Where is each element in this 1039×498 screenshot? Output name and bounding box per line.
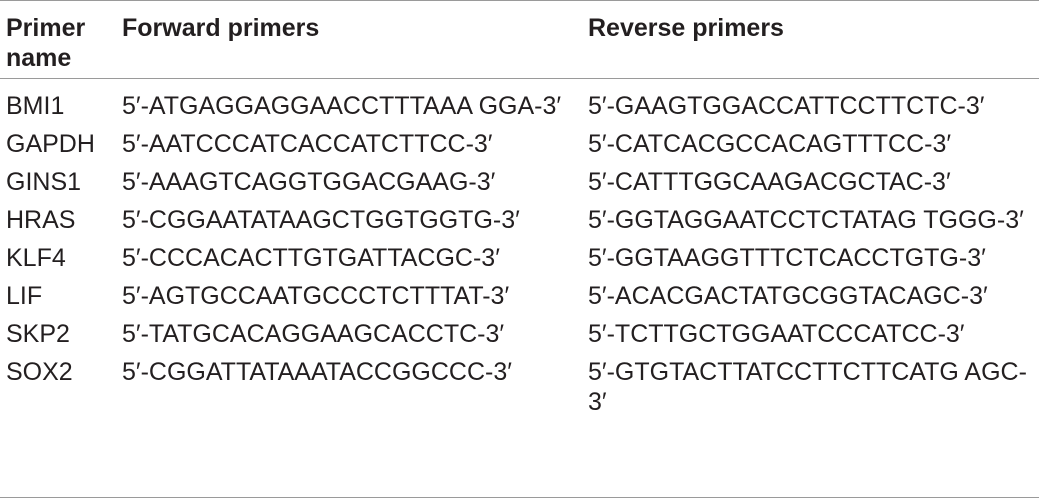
reverse-primer-cell: 5′-GGTAAGGTTTCTCACCTGTG-3′ — [588, 244, 986, 272]
forward-primer-cell: 5′-CGGAATATAAGCTGGTGGTG-3′ — [122, 206, 520, 234]
primer-name-cell: SKP2 — [6, 320, 70, 348]
header-primer-name: Primer name — [6, 14, 86, 72]
table-body: BMI1 5′-ATGAGGAGGAACCTTTAAA GGA-3′ 5′-GA… — [0, 79, 1039, 423]
primer-name-cell: GINS1 — [6, 168, 82, 196]
primer-name-cell: LIF — [6, 282, 43, 310]
forward-primer-cell: 5′-TATGCACAGGAAGCACCTC-3′ — [122, 320, 505, 348]
table-row: SOX2 5′-CGGATTATAAATACCGGCCC-3′ 5′-GTGTA… — [0, 354, 1039, 422]
header-row: Primer name Forward primers Reverse prim… — [0, 0, 1039, 79]
reverse-primer-cell: 5′-TCTTGCTGGAATCCCATCC-3′ — [588, 320, 965, 348]
reverse-primer-cell: 5′-GAAGTGGACCATTCCTTCTC-3′ — [588, 92, 985, 120]
forward-primer-cell: 5′-AGTGCCAATGCCCTCTTTAT-3′ — [122, 282, 510, 310]
primer-name-cell: GAPDH — [6, 130, 95, 158]
reverse-primer-cell: 5′-GGTAGGAATCCTCTATAG TGGG-3′ — [588, 206, 1024, 234]
table-row: LIF 5′-AGTGCCAATGCCCTCTTTAT-3′ 5′-ACACGA… — [0, 278, 1039, 316]
table-row: GINS1 5′-AAAGTCAGGTGGACGAAG-3′ 5′-CATTTG… — [0, 164, 1039, 202]
primer-name-cell: SOX2 — [6, 358, 73, 386]
reverse-primer-cell: 5′-CATTTGGCAAGACGCTAC-3′ — [588, 168, 951, 196]
table-header: Primer name Forward primers Reverse prim… — [0, 0, 1039, 79]
table-bottom-rule — [0, 496, 1039, 498]
forward-primer-cell: 5′-AATCCCATCACCATCTTCC-3′ — [122, 130, 493, 158]
forward-primer-cell: 5′-AAAGTCAGGTGGACGAAG-3′ — [122, 168, 496, 196]
forward-primer-cell: 5′-CGGATTATAAATACCGGCCC-3′ — [122, 358, 512, 386]
reverse-primer-cell: 5′-ACACGACTATGCGGTACAGC-3′ — [588, 282, 988, 310]
reverse-primer-cell: 5′-CATCACGCCACAGTTTCC-3′ — [588, 130, 952, 158]
header-forward-primers: Forward primers — [122, 14, 320, 42]
primer-name-cell: HRAS — [6, 206, 76, 234]
table-row: SKP2 5′-TATGCACAGGAAGCACCTC-3′ 5′-TCTTGC… — [0, 316, 1039, 354]
primer-table: Primer name Forward primers Reverse prim… — [0, 0, 1039, 423]
forward-primer-cell: 5′-ATGAGGAGGAACCTTTAAA GGA-3′ — [122, 92, 562, 120]
primer-name-cell: KLF4 — [6, 244, 66, 272]
table-row: HRAS 5′-CGGAATATAAGCTGGTGGTG-3′ 5′-GGTAG… — [0, 202, 1039, 240]
table-row: GAPDH 5′-AATCCCATCACCATCTTCC-3′ 5′-CATCA… — [0, 126, 1039, 164]
forward-primer-cell: 5′-CCCACACTTGTGATTACGC-3′ — [122, 244, 500, 272]
primer-name-cell: BMI1 — [6, 92, 65, 120]
header-reverse-primers: Reverse primers — [588, 14, 784, 42]
table-row: KLF4 5′-CCCACACTTGTGATTACGC-3′ 5′-GGTAAG… — [0, 240, 1039, 278]
table-row: BMI1 5′-ATGAGGAGGAACCTTTAAA GGA-3′ 5′-GA… — [0, 79, 1039, 127]
reverse-primer-cell: 5′-GTGTACTTATCCTTCTTCATG AGC-3′ — [588, 358, 1027, 416]
